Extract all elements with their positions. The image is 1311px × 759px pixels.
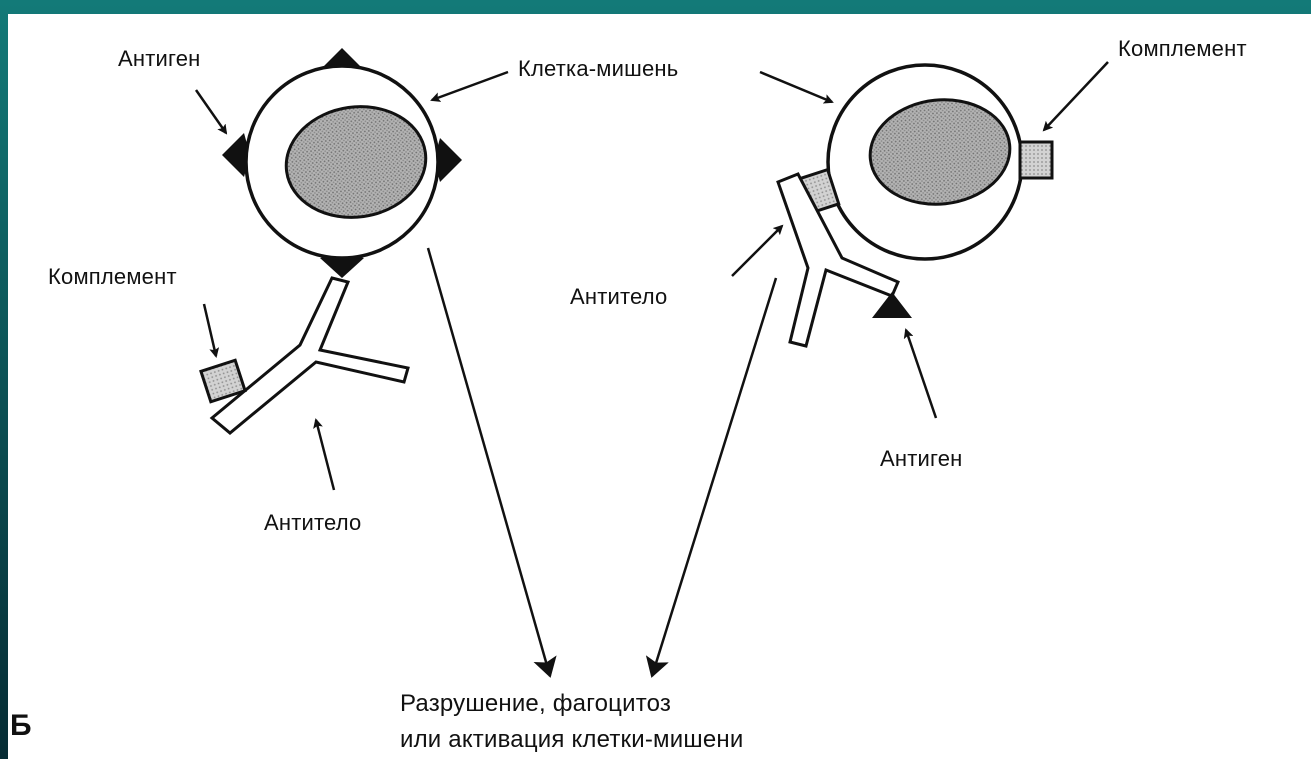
label-right-complement: Комплемент	[1118, 36, 1247, 62]
arrow-target-to-left-cell	[432, 72, 508, 100]
left-antibody	[201, 278, 408, 433]
right-target-cell	[795, 65, 1052, 259]
arrow-right-antibody	[732, 226, 782, 276]
left-target-cell	[222, 48, 462, 278]
arrow-left-to-outcome	[428, 248, 550, 676]
panel-letter: Б	[10, 710, 32, 742]
arrow-left-complement	[204, 304, 216, 356]
label-outcome-line1: Разрушение, фагоцитоз	[400, 690, 671, 718]
arrow-target-to-right-cell	[760, 72, 832, 102]
label-target-cell: Клетка-мишень	[518, 56, 678, 82]
arrow-left-antibody	[316, 420, 334, 490]
right-complement-block	[1020, 142, 1052, 178]
label-outcome-line2: или активация клетки-мишени	[400, 726, 743, 754]
label-left-antigen: Антиген	[118, 46, 201, 72]
label-right-antigen: Антиген	[880, 446, 963, 472]
arrow-right-to-outcome	[652, 278, 776, 676]
right-antigen-triangle	[872, 292, 912, 318]
label-right-antibody: Антитело	[570, 284, 667, 310]
arrow-right-antigen	[906, 330, 936, 418]
arrow-left-antigen	[196, 90, 226, 133]
label-left-antibody: Антитело	[264, 510, 361, 536]
label-left-complement: Комплемент	[48, 264, 177, 290]
arrow-right-complement	[1044, 62, 1108, 130]
